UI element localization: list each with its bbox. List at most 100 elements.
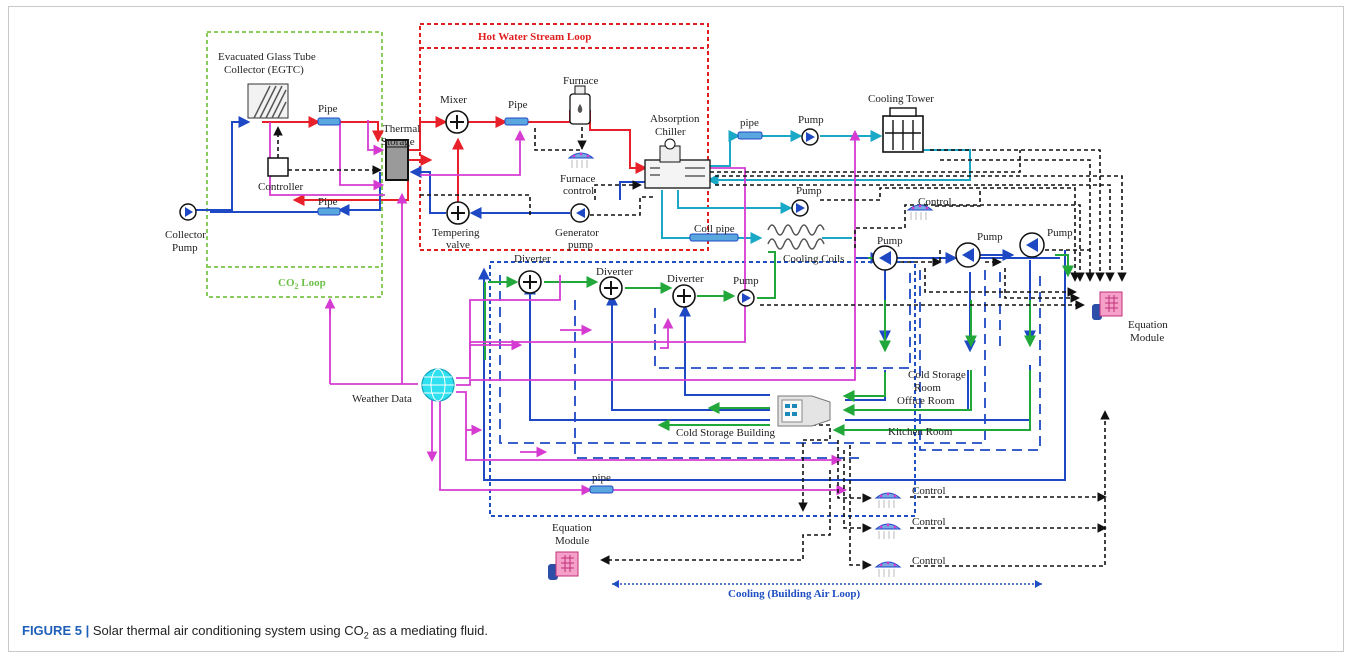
control-3-icon — [874, 561, 902, 577]
egtc-label-1: Evacuated Glass Tube — [218, 51, 316, 63]
cooling-loop-box — [489, 261, 916, 517]
cold-storage-building-icon — [777, 395, 831, 427]
equation-module-left-icon — [548, 551, 579, 580]
cold-storage-room-label-1: Cold Storage — [908, 369, 966, 381]
pump-top-label: Pump — [798, 114, 824, 126]
furnace-control-label-2: control — [563, 185, 594, 197]
diverter-3-label: Diverter — [667, 273, 704, 285]
pump-a-icon — [872, 245, 898, 271]
generator-pump-icon — [570, 203, 590, 223]
control-1-icon — [874, 492, 902, 508]
pipe-lower-icon — [589, 485, 614, 494]
diverter-1-icon — [518, 270, 542, 294]
cooling-tower-label: Cooling Tower — [868, 93, 934, 105]
egtc-label-2: Collector (EGTC) — [224, 64, 304, 76]
caption-subscript: 2 — [363, 630, 369, 641]
pump-mid-icon — [791, 199, 809, 217]
controller-label: Controller — [258, 181, 304, 193]
control-lines — [273, 120, 1127, 570]
thermal-storage-icon — [385, 139, 409, 181]
figure-caption: FIGURE 5 | Solar thermal air conditionin… — [22, 623, 488, 641]
absorption-chiller-icon — [644, 138, 711, 189]
equation-module-right-icon — [1092, 291, 1123, 320]
co2-loop-label: CO2 Loop — [278, 277, 326, 291]
cooling-coils-icon — [767, 224, 825, 250]
blue-dashed-lines — [499, 268, 1041, 459]
caption-text-post: as a mediating fluid. — [368, 623, 489, 638]
cold-storage-room-label-2: Room — [914, 382, 941, 394]
cooling-coils-label: Cooling Coils — [783, 253, 844, 265]
pipe-collector-icon — [317, 117, 341, 126]
coil-pipe-icon — [689, 233, 739, 242]
pump-c-icon — [1019, 232, 1045, 258]
pipe-collector-label: Pipe — [318, 103, 338, 115]
thermal-label-2: Storage — [381, 136, 415, 148]
pipe-lower-label: pipe — [592, 472, 611, 484]
cooling-tower-icon — [882, 107, 924, 153]
thermal-label-1: Thermal — [383, 123, 420, 135]
controller-icon — [267, 157, 289, 177]
tempering-label-1: Tempering — [432, 227, 480, 239]
diverter-3-icon — [672, 284, 696, 308]
pipe-top-label: pipe — [740, 117, 759, 129]
collector-pump-icon — [179, 203, 197, 221]
pump-a-label: Pump — [877, 235, 903, 247]
diverter-2-icon — [599, 276, 623, 300]
furnace-icon — [569, 85, 591, 125]
magenta-lines — [269, 120, 861, 496]
caption-text-pre: Solar thermal air conditioning system us… — [89, 623, 364, 638]
pump-green-icon — [737, 289, 755, 307]
furnace-label: Furnace — [563, 75, 599, 87]
control-3-label: Control — [912, 555, 946, 567]
equation-right-label-2: Module — [1130, 332, 1164, 344]
generator-label-2: pump — [568, 239, 594, 251]
collector-pump-label-2: Pump — [172, 242, 198, 254]
control-top-icon — [906, 204, 934, 220]
pipe-bottom-icon — [317, 207, 341, 216]
cooling-loop-label: Cooling (Building Air Loop) — [728, 588, 860, 600]
equation-left-label-1: Equation — [552, 522, 592, 534]
diverter-2-label: Diverter — [596, 266, 633, 278]
hot-water-loop-label: Hot Water Stream Loop — [478, 31, 591, 43]
co2-loop-box — [206, 31, 383, 298]
office-room-label: Office Room — [897, 395, 955, 407]
figure-number: FIGURE 5 | — [22, 623, 90, 638]
pipe-bottom-label: Pipe — [318, 196, 338, 208]
pump-mid-label: Pump — [796, 185, 822, 197]
control-2-label: Control — [912, 516, 946, 528]
pump-b-icon — [955, 242, 981, 268]
cooling-loop-arrow — [612, 580, 1042, 588]
kitchen-room-label: Kitchen Room — [888, 426, 953, 438]
green-lines — [484, 251, 1074, 436]
cold-storage-building-label: Cold Storage Building — [676, 427, 776, 439]
hot-water-loop-box — [419, 23, 709, 251]
equation-left-label-2: Module — [555, 535, 589, 547]
tempering-valve-icon — [446, 201, 470, 225]
tempering-label-2: valve — [446, 239, 470, 251]
pump-top-icon — [801, 128, 819, 146]
furnace-control-label-1: Furnace — [560, 173, 596, 185]
weather-label: Weather Data — [352, 393, 412, 405]
pump-b-label: Pump — [977, 231, 1003, 243]
coil-pipe-label: Coil pipe — [694, 223, 735, 235]
control-2-icon — [874, 523, 902, 539]
egtc-collector-icon — [247, 83, 289, 119]
collector-pump-label-1: Collector — [165, 229, 206, 241]
generator-label-1: Generator — [555, 227, 599, 239]
mixer-icon — [445, 110, 469, 134]
pump-green-label: Pump — [733, 275, 759, 287]
pipe-hot-icon — [504, 117, 529, 126]
control-top-label: Control — [918, 196, 952, 208]
mixer-label: Mixer — [440, 94, 467, 106]
diverter-1-label: Diverter — [514, 253, 551, 265]
pipe-hot-label: Pipe — [508, 99, 528, 111]
weather-globe-icon — [421, 368, 455, 402]
absorption-label-1: Absorption — [650, 113, 700, 125]
furnace-control-icon — [567, 152, 595, 168]
pipe-top-icon — [737, 131, 763, 140]
figure-frame — [8, 6, 1344, 652]
absorption-label-2: Chiller — [655, 126, 686, 138]
equation-right-label-1: Equation — [1128, 319, 1168, 331]
control-1-label: Control — [912, 485, 946, 497]
